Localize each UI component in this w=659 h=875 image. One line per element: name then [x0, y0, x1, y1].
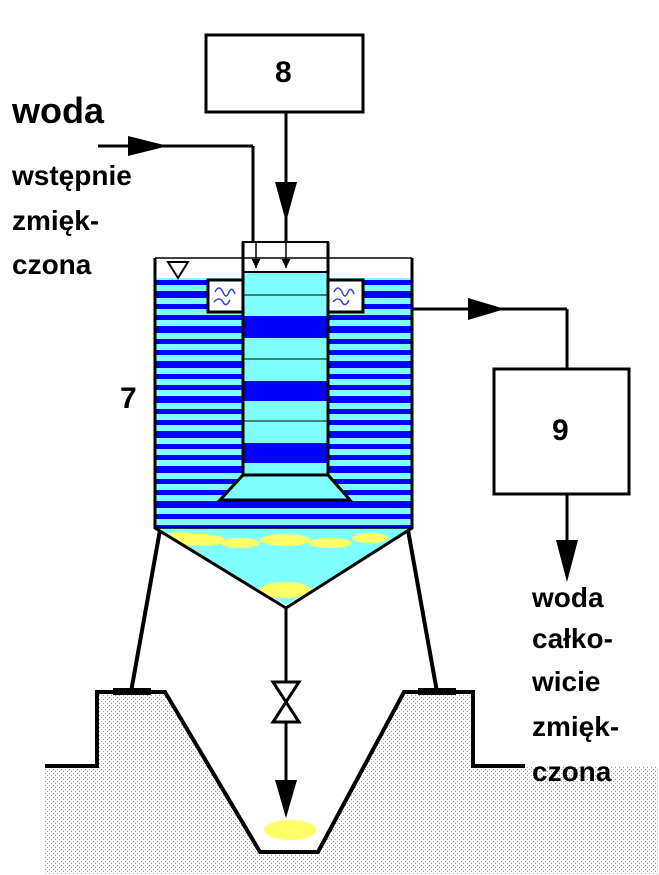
tube-flare	[216, 473, 354, 502]
central-tube	[243, 270, 328, 475]
outlet-label-line5: czona	[532, 756, 612, 787]
water-level-icon	[166, 261, 190, 280]
left-leg	[129, 529, 162, 693]
cone-water	[155, 528, 412, 605]
inlet-label-line3: czona	[12, 249, 92, 280]
central-tube-bands	[243, 316, 328, 463]
left-foot	[113, 688, 151, 695]
water-stripe	[155, 501, 412, 508]
inlet-title: woda	[12, 90, 105, 131]
overflow-trough-left	[206, 278, 245, 314]
water-stripe	[155, 514, 412, 519]
sludge	[165, 532, 388, 840]
box-9	[492, 367, 631, 496]
right-foot	[418, 688, 456, 695]
box-9-label: 9	[552, 414, 569, 447]
inlet-arrow-icon	[128, 136, 168, 156]
ground-outline	[45, 690, 525, 854]
final-outlet-arrow-icon	[556, 540, 578, 582]
drain-arrow-icon	[275, 780, 297, 818]
inlet-label-line1: wstępnie	[12, 160, 132, 191]
inlet-label-line2: zmięk-	[12, 205, 100, 236]
reactor-label: 7	[120, 382, 137, 415]
ground	[45, 692, 659, 875]
outlet-arrow-icon	[468, 298, 505, 320]
outlet-label-line2: całko-	[532, 623, 613, 654]
overflow-trough-right	[326, 278, 365, 314]
box-8-label: 8	[275, 56, 292, 89]
drain-valve-icon	[270, 680, 302, 724]
right-leg	[406, 529, 439, 693]
outlet-label-line3: wicie	[532, 666, 601, 697]
outlet-label-line1: woda	[532, 582, 604, 613]
dosing-arrow-icon	[275, 182, 297, 222]
outlet-label-line4: zmięk-	[532, 711, 620, 742]
